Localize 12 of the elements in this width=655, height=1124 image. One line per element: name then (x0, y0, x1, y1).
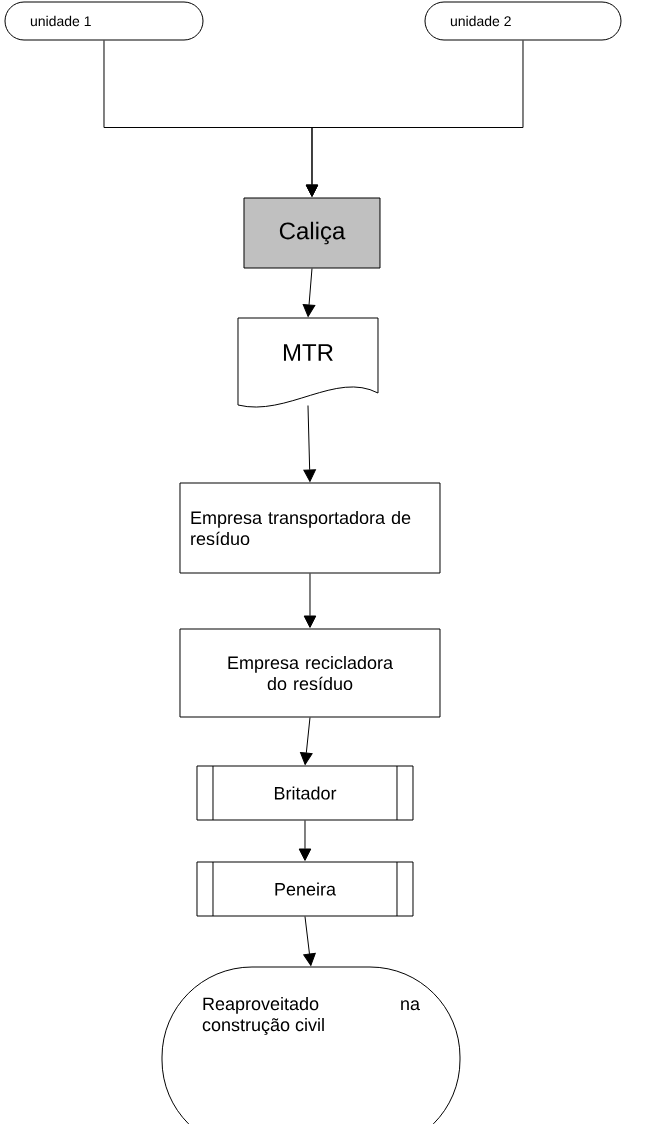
arrow (302, 268, 316, 317)
arrow (303, 916, 316, 966)
arrow (305, 40, 524, 197)
arrow (303, 405, 316, 482)
process-box: Empresa recicladora do resíduo (179, 628, 441, 718)
predefined-process-box: Peneira (196, 861, 414, 917)
arrow (298, 820, 312, 861)
arrow (300, 717, 313, 765)
predefined-process-box: Britador (196, 765, 414, 821)
process-box: Empresa transportadora de resíduo (179, 482, 441, 574)
arrow (303, 573, 317, 628)
process-box: Caliça (243, 197, 381, 269)
